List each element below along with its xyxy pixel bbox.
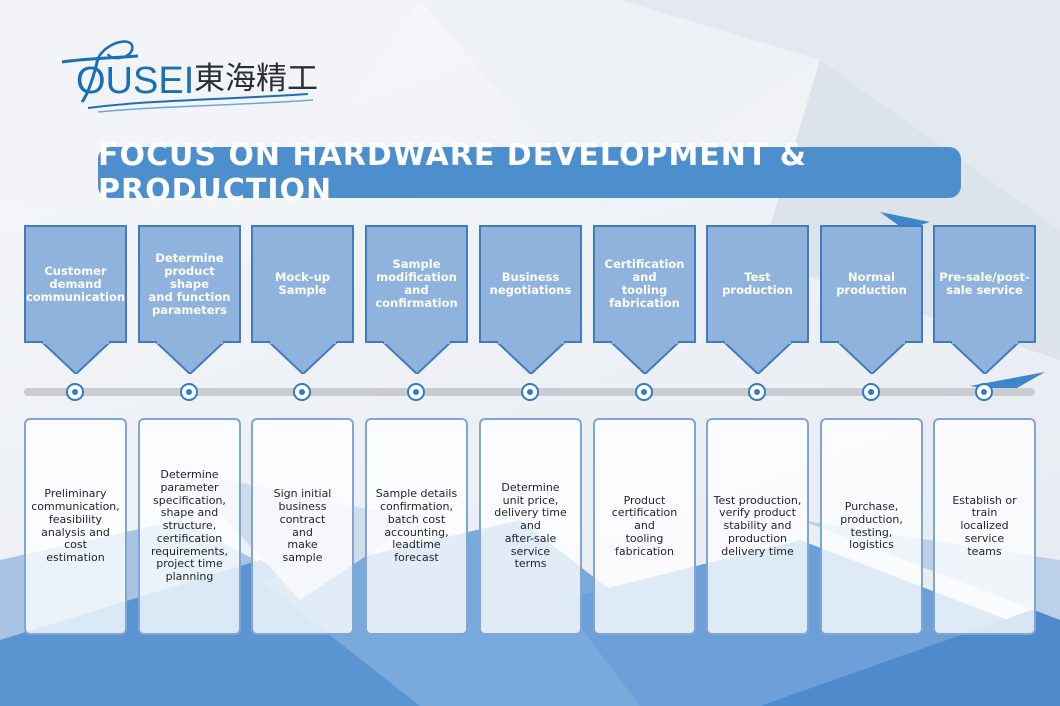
step-5-detail-card: Determine unit price, delivery time and …	[479, 418, 582, 635]
step-6-pointer	[610, 341, 680, 374]
step-9-header: Pre-sale/post- sale service	[933, 225, 1036, 343]
step-2-detail: Determine parameter specification, shape…	[150, 467, 229, 584]
step-3-header: Mock-up Sample	[251, 225, 354, 343]
step-6-node	[635, 383, 653, 401]
step-3-pointer	[268, 341, 338, 374]
step-4-node	[407, 383, 425, 401]
step-3-detail: Sign initial business contract and make …	[273, 487, 332, 565]
tousei-logo: OUSEI 東海精工	[58, 36, 328, 120]
logo-chinese-text: 東海精工	[194, 61, 318, 97]
step-9-node	[975, 383, 993, 401]
logo-brand-text: OUSEI	[76, 60, 195, 102]
step-7-node	[748, 383, 766, 401]
step-7-detail: Test production, verify product stabilit…	[713, 493, 802, 558]
step-3-detail-card: Sign initial business contract and make …	[251, 418, 354, 635]
step-8-detail: Purchase, production, testing, logistics	[840, 499, 903, 552]
step-2-header: Determine product shape and function par…	[138, 225, 241, 343]
step-4-title: Sample modification and confirmation	[375, 257, 458, 310]
step-2-node	[180, 383, 198, 401]
step-2-detail-card: Determine parameter specification, shape…	[138, 418, 241, 635]
step-7-detail-card: Test production, verify product stabilit…	[706, 418, 809, 635]
step-4-detail-card: Sample details confirmation, batch cost …	[365, 418, 468, 635]
title-banner: FOCUS ON HARDWARE DEVELOPMENT & PRODUCTI…	[98, 138, 961, 208]
step-7-header: Test production	[706, 225, 809, 343]
banner-title: FOCUS ON HARDWARE DEVELOPMENT & PRODUCTI…	[98, 137, 807, 208]
step-5-node	[521, 383, 539, 401]
step-1-detail: Preliminary communication, feasibility a…	[31, 487, 120, 565]
step-9-detail: Establish or train localized service tea…	[952, 493, 1017, 558]
step-1-header: Customer demand communication	[24, 225, 127, 343]
step-1-pointer	[41, 341, 111, 374]
step-7-title: Test production	[722, 270, 793, 297]
step-1-node	[66, 383, 84, 401]
step-4-pointer	[382, 341, 452, 374]
step-4-detail: Sample details confirmation, batch cost …	[375, 487, 458, 565]
step-6-detail-card: Product certification and tooling fabric…	[593, 418, 696, 635]
step-1-title: Customer demand communication	[25, 263, 126, 304]
step-5-pointer	[496, 341, 566, 374]
step-2-title: Determine product shape and function par…	[148, 250, 231, 317]
step-8-node	[862, 383, 880, 401]
step-9-detail-card: Establish or train localized service tea…	[933, 418, 1036, 635]
step-8-detail-card: Purchase, production, testing, logistics	[820, 418, 923, 635]
step-6-title: Certification and tooling fabrication	[604, 257, 685, 310]
step-9-title: Pre-sale/post- sale service	[939, 270, 1030, 297]
step-5-detail: Determine unit price, delivery time and …	[494, 480, 567, 571]
step-7-pointer	[723, 341, 793, 374]
step-3-node	[293, 383, 311, 401]
step-2-pointer	[155, 341, 225, 374]
step-3-title: Mock-up Sample	[274, 270, 330, 297]
step-6-detail: Product certification and tooling fabric…	[611, 493, 678, 558]
step-5-header: Business negotiations	[479, 225, 582, 343]
step-8-pointer	[837, 341, 907, 374]
step-8-title: Normal production	[836, 270, 907, 297]
step-8-header: Normal production	[820, 225, 923, 343]
step-6-header: Certification and tooling fabrication	[593, 225, 696, 343]
step-4-header: Sample modification and confirmation	[365, 225, 468, 343]
step-9-pointer	[950, 341, 1020, 374]
step-5-title: Business negotiations	[489, 270, 572, 297]
step-1-detail-card: Preliminary communication, feasibility a…	[24, 418, 127, 635]
